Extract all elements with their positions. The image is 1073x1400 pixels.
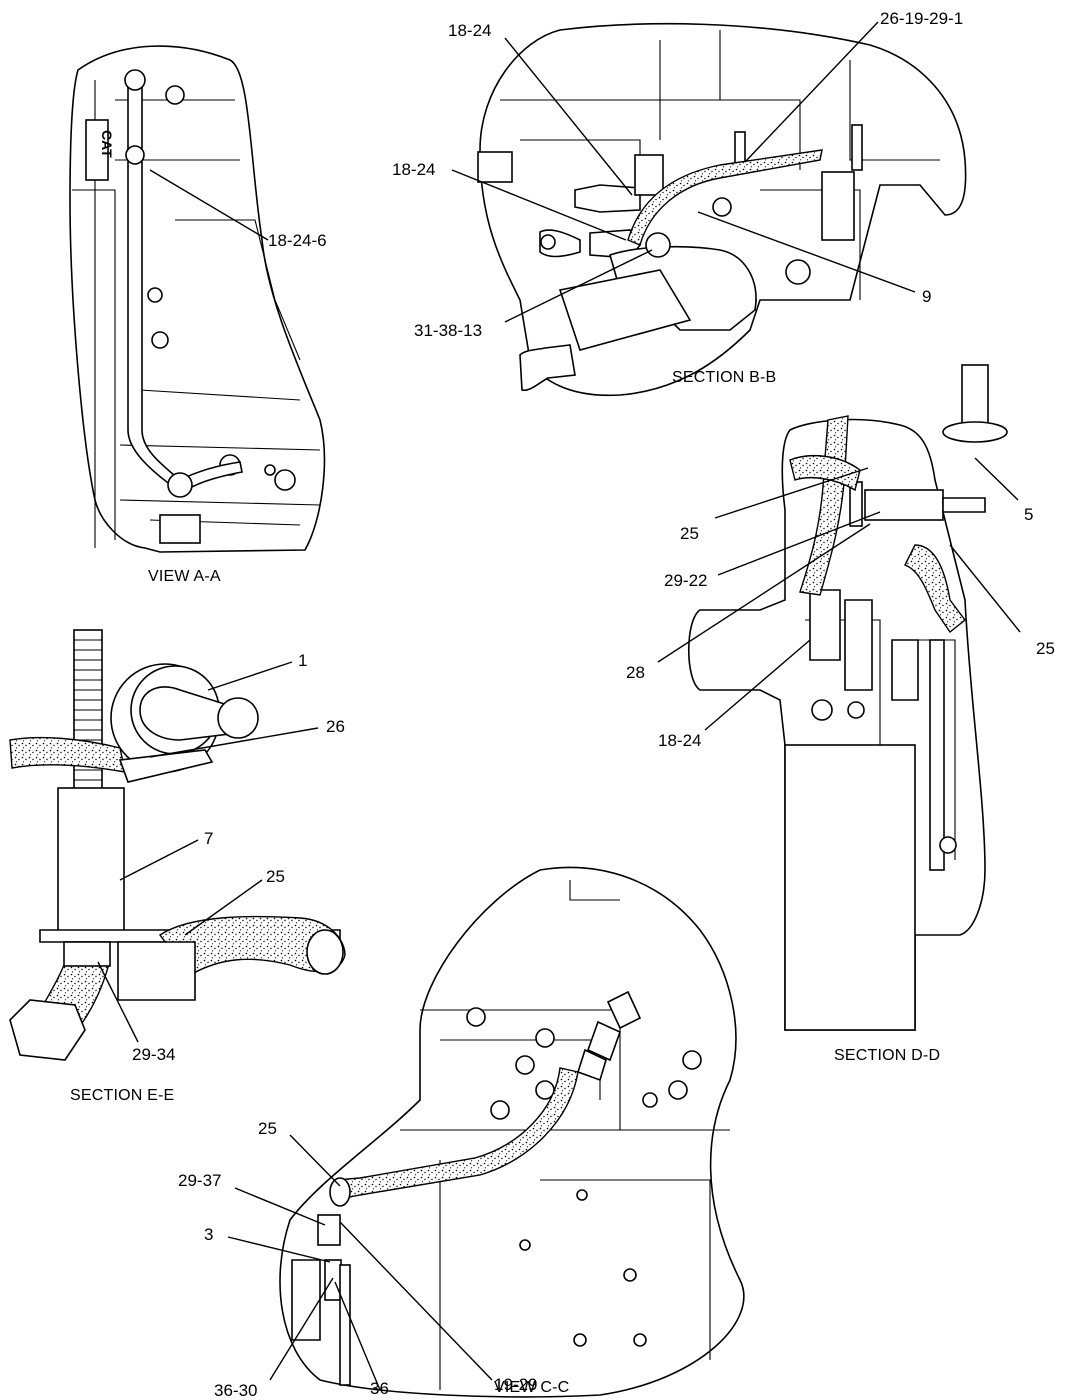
callout-b-18-24-top: 18-24 [448,21,492,40]
callout-9: 9 [922,287,932,306]
section-b-b-drawing [477,22,967,397]
callout-29-22: 29-22 [664,571,708,590]
leader-19-29 [339,1221,493,1381]
callout-7: 7 [204,829,214,848]
leader-28 [657,523,871,663]
leader-31-38-13 [504,249,653,323]
leader-3 [227,1236,331,1263]
leader-b-18-24-top [504,37,633,196]
leader-29-37 [234,1187,326,1226]
callout-e-25: 25 [266,867,285,886]
leader-d-25-top [714,467,869,519]
leader-29-22 [717,511,881,576]
callout-26-19-29-1: 26-19-29-1 [880,9,964,28]
caption-view-c-c: VIEW C-C [494,1379,570,1396]
caption-section-e-e: SECTION E-E [70,1087,175,1104]
section-e-e-drawing [9,629,346,1061]
leader-18-24-6 [149,169,269,241]
leader-1 [207,661,293,691]
view-c-c-drawing [279,866,745,1398]
leader-26-19-29-1 [744,21,879,163]
leader-7 [119,839,199,881]
callout-18-24-6: 18-24-6 [268,231,327,250]
callout-36: 36 [370,1379,389,1398]
caption-view-a-a: VIEW A-A [148,568,221,585]
leader-5 [974,457,1019,501]
caption-section-d-d: SECTION D-D [834,1047,941,1064]
leader-36-30 [269,1277,334,1381]
callout-26: 26 [326,717,345,736]
leader-b-18-24-left [451,169,627,241]
callout-31-38-13: 31-38-13 [414,321,483,340]
callout-d-18-24: 18-24 [658,731,702,750]
leader-d-18-24 [704,639,811,731]
leader-e-25 [184,879,263,936]
callout-1: 1 [298,651,308,670]
leader-9 [697,211,916,293]
callout-3: 3 [204,1225,214,1244]
leader-29-34 [97,961,139,1043]
leader-c-25 [289,1134,341,1187]
callout-29-34: 29-34 [132,1045,176,1064]
callout-5: 5 [1024,505,1034,524]
callout-19-29: 19-29 [494,1375,538,1394]
section-d-d-drawing [687,364,1008,1031]
leader-d-25-right [949,544,1021,633]
leader-26 [149,727,319,758]
caption-section-b-b: SECTION B-B [672,369,777,386]
callout-36-30: 36-30 [214,1381,258,1400]
cat-logo-icon: CAT [85,119,115,181]
callout-d-25-top: 25 [680,524,699,543]
callout-29-37: 29-37 [178,1171,222,1190]
callout-d-25-right: 25 [1036,639,1055,658]
leader-36 [334,1281,381,1391]
callout-28: 28 [626,663,645,682]
view-a-a-drawing [69,45,326,553]
callout-c-25: 25 [258,1119,277,1138]
callout-b-18-24-left: 18-24 [392,160,436,179]
svg-text:CAT: CAT [99,130,115,158]
